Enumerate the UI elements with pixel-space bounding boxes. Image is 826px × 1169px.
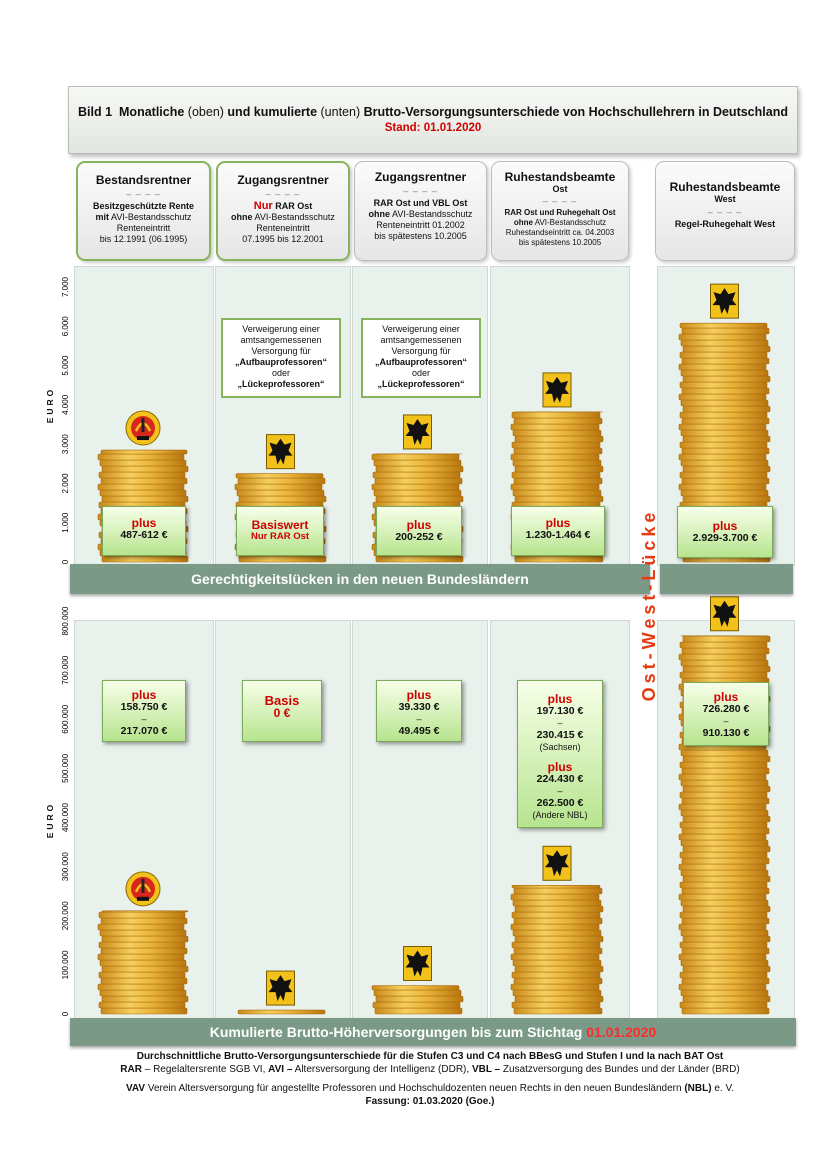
y-tick-label: 500.000: [61, 753, 70, 782]
y-tick-label: 5.000: [61, 355, 70, 376]
band-top: Gerechtigkeitslücken in den neuen Bundes…: [70, 564, 650, 594]
header-ruhestandsbeamte-west: Ruhestandsbeamte West – – – – Regel-Ruhe…: [655, 161, 795, 261]
stand-date: Stand: 01.01.2020: [384, 122, 482, 134]
title-box: Bild 1 Monatliche (oben) und kumulierte …: [68, 86, 798, 154]
emblem-brd-bottom-4: [542, 845, 572, 881]
band-top-right: [660, 564, 793, 594]
y-tick-label: 800.000: [61, 606, 70, 635]
emblem-brd-bottom-3: [403, 946, 432, 982]
y-tick-label: 200.000: [61, 901, 70, 930]
band-bottom: Kumulierte Brutto-Höherversorgungen bis …: [70, 1018, 796, 1046]
emblem-brd-top-4: [542, 372, 572, 408]
emblem-brd-top-5: [710, 283, 739, 319]
y-tick-label: 700.000: [61, 655, 70, 684]
header-bestandsrentner: Bestandsrentner – – – – Besitzgeschützte…: [76, 161, 211, 261]
y-tick-label: 100.000: [61, 950, 70, 979]
y-tick-label: 0: [61, 559, 70, 564]
emblem-ddr-top-1: [125, 410, 161, 446]
y-tick-label: 3.000: [61, 434, 70, 455]
header-ruhestandsbeamte-ost: Ruhestandsbeamte Ost – – – – RAR Ost und…: [491, 161, 629, 261]
emblem-ddr-bottom-1: [125, 871, 161, 907]
coin-stack-bottom-1: [97, 910, 189, 1015]
coin-stack-bottom-2: [237, 1009, 326, 1015]
y-tick-label: 0: [61, 1011, 70, 1016]
emblem-brd-top-2: [266, 434, 295, 470]
y-tick-label: 6.000: [61, 316, 70, 337]
emblem-brd-top-3: [403, 414, 432, 450]
header-zugangsrentner-1: Zugangsrentner – – – – Nur RAR Ost ohne …: [216, 161, 350, 261]
y-tick-label: 300.000: [61, 852, 70, 881]
header-zugangsrentner-2: Zugangsrentner – – – – RAR Ost und VBL O…: [354, 161, 487, 261]
coin-stack-bottom-4: [510, 884, 604, 1015]
ost-west-luecke-text: Ost-West-Lücke: [639, 509, 659, 702]
y-tick-label: 2.000: [61, 473, 70, 494]
coin-stack-bottom-3: [371, 985, 464, 1015]
chart-title: Bild 1 Monatliche (oben) und kumulierte …: [78, 105, 788, 119]
y-tick-label: 1.000: [61, 512, 70, 533]
ost-west-luecke: Ost-West-Lücke: [639, 509, 659, 702]
y-tick-label: 7.000: [61, 276, 70, 297]
emblem-brd-bottom-2: [266, 970, 295, 1006]
emblem-brd-bottom-5: [710, 596, 739, 632]
y-tick-label: 4.000: [61, 394, 70, 415]
y-axis-label-top: EURO: [45, 386, 55, 424]
y-tick-label: 400.000: [61, 802, 70, 831]
y-tick-label: 600.000: [61, 704, 70, 733]
footer: Durchschnittliche Brutto-Versorgungsunte…: [120, 1051, 740, 1107]
y-axis-label-bottom: EURO: [45, 801, 55, 839]
